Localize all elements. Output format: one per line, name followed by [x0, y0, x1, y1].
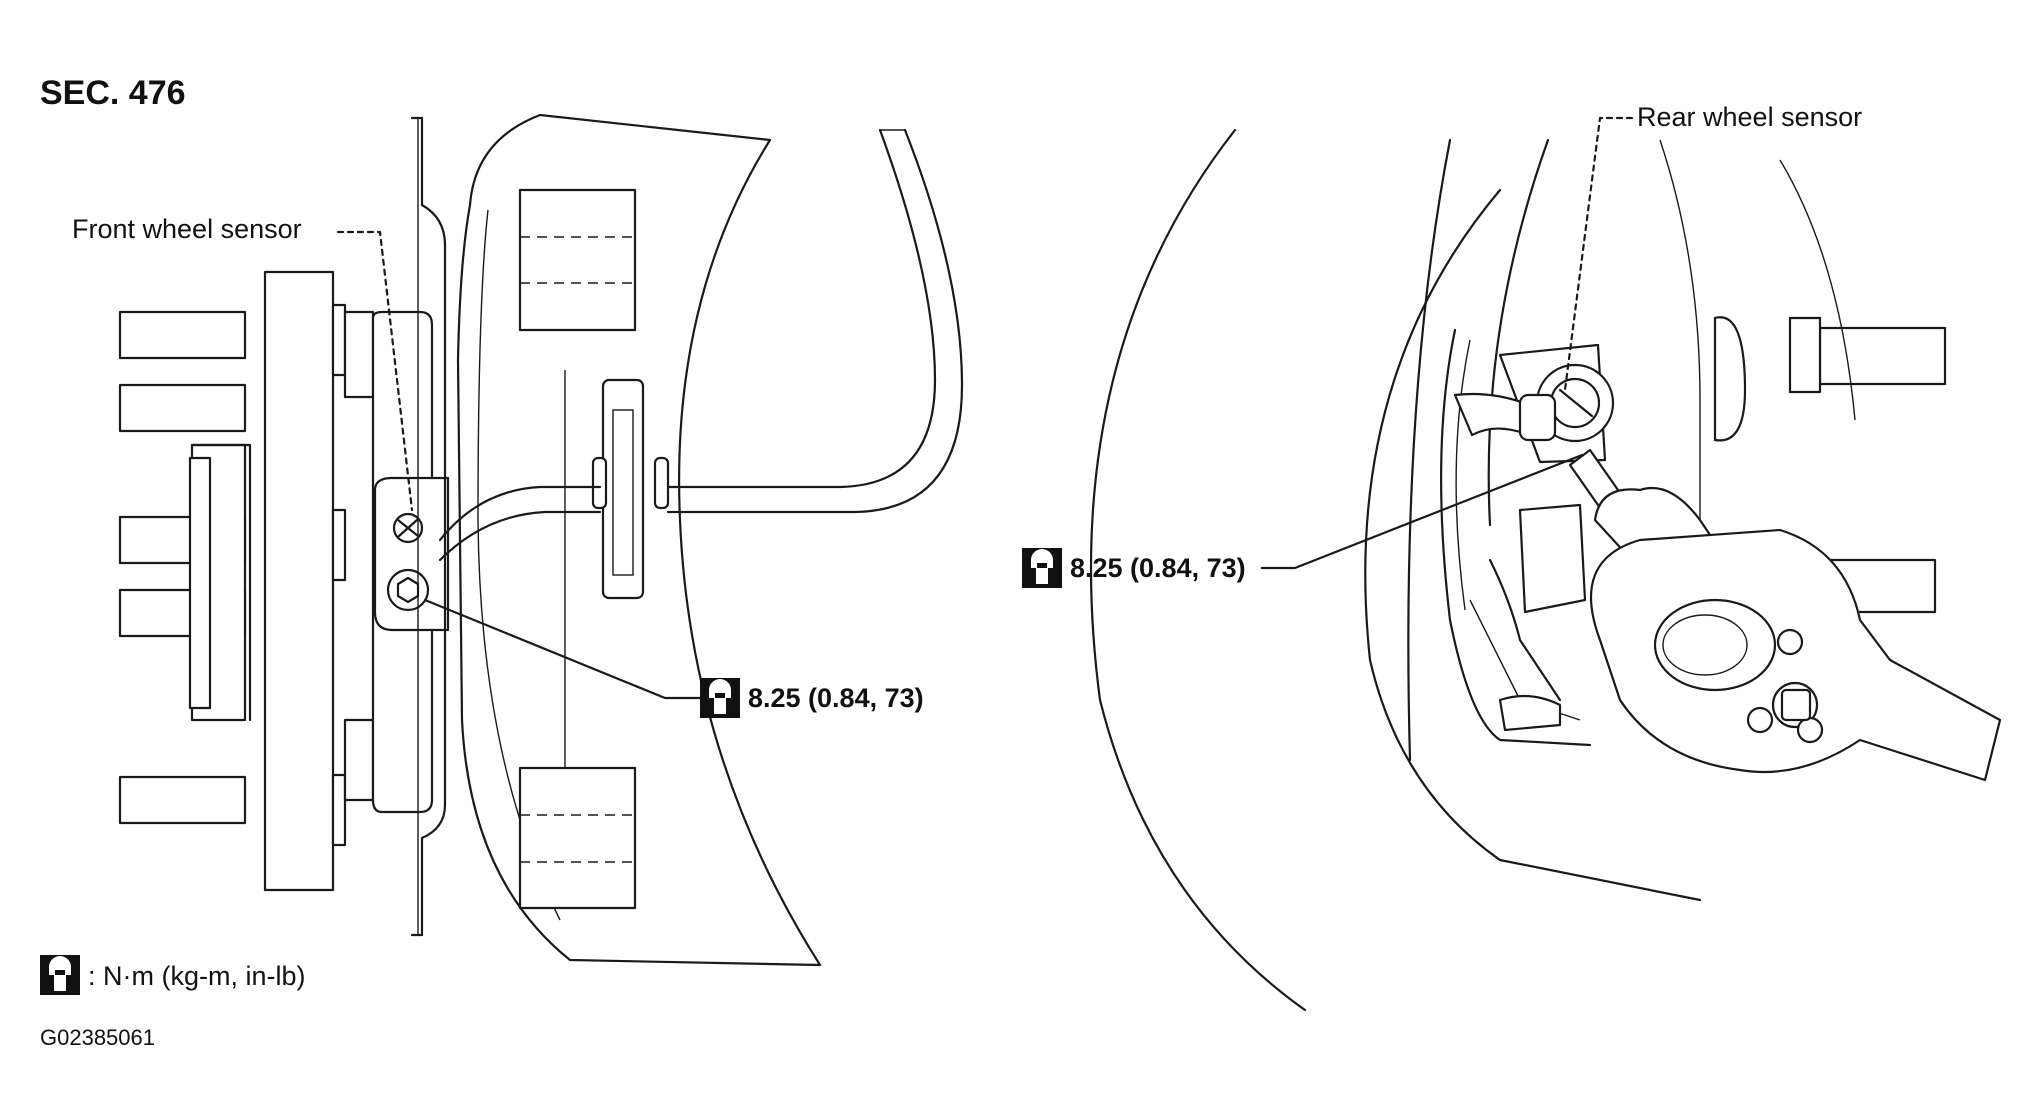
front-brake-pads: [518, 188, 637, 910]
ratchet-wrench: [1590, 486, 2002, 782]
front-torque-value: 8.25 (0.84, 73): [748, 683, 924, 713]
front-torque-callout: 8.25 (0.84, 73): [423, 598, 924, 718]
rear-torque-value: 8.25 (0.84, 73): [1070, 553, 1246, 583]
rear-wheel-drum-drawing: [1089, 128, 2002, 1012]
front-wheel-sensor-label: Front wheel sensor: [72, 214, 302, 244]
figure-code: G02385061: [40, 1025, 155, 1050]
section-title: SEC. 476: [40, 74, 186, 112]
rear-torque-callout: 8.25 (0.84, 73): [1022, 453, 1584, 588]
front-wheel-sensor-callout: Front wheel sensor: [72, 214, 414, 512]
rear-wheel-sensor-label: Rear wheel sensor: [1637, 102, 1862, 132]
torque-wrench-icon: [40, 955, 80, 995]
torque-unit-legend: : N·m (kg-m, in-lb): [88, 961, 306, 991]
torque-legend: : N·m (kg-m, in-lb): [40, 955, 306, 995]
torque-wrench-icon: [1022, 548, 1062, 588]
front-wheel-hub-drawing: [118, 113, 964, 967]
rear-wheel-sensor-callout: Rear wheel sensor: [1563, 102, 1862, 392]
torque-wrench-icon: [700, 678, 740, 718]
